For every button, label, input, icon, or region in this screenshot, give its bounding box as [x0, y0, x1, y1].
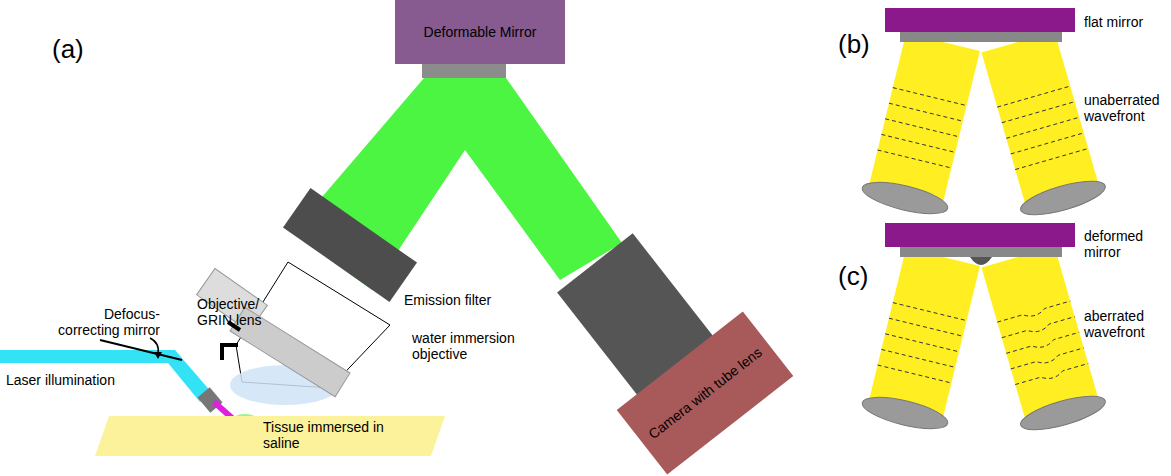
- part-label: Objective/ GRIN lens: [197, 296, 275, 328]
- panel-letter: (b): [838, 30, 870, 60]
- wavefront-line: [889, 318, 963, 336]
- flat-mirror-surface: [900, 32, 1062, 42]
- lens-end: [1017, 174, 1108, 221]
- wavefront-line: [1015, 148, 1088, 169]
- light-beam: [868, 33, 980, 207]
- wavefront-line: [878, 365, 952, 383]
- part-label: unaberrated wavefront: [1084, 92, 1168, 124]
- wavefront-line: [893, 88, 967, 106]
- part-label: aberrated wavefront: [1084, 308, 1168, 340]
- wavefront-line: [997, 301, 1070, 322]
- lens-end: [859, 176, 950, 220]
- deformed-mirror-surface: [900, 247, 1062, 257]
- part-label: deformed mirror: [1084, 228, 1168, 260]
- wavefront-line: [885, 119, 959, 137]
- wavefront-line: [997, 86, 1070, 107]
- part-label: flat mirror: [1084, 14, 1143, 30]
- mirror-actuator: [885, 8, 1075, 32]
- light-beam: [868, 248, 980, 422]
- lens-end: [859, 391, 950, 435]
- node-text: Tissue immersed in saline: [263, 419, 413, 451]
- mirror-mount: [422, 64, 506, 78]
- panel-letter: (a): [52, 35, 84, 65]
- wavefront-line: [1015, 363, 1088, 384]
- part-label: water immersion objective: [412, 330, 527, 362]
- rotation-arrow: [150, 338, 158, 354]
- panel-letter: (c): [838, 262, 868, 292]
- emission-filter: [283, 188, 417, 302]
- sample-fill: [95, 416, 445, 456]
- wavefront-line: [881, 134, 955, 152]
- mirror-actuator: [885, 223, 1075, 247]
- part-label: Defocus- correcting mirror: [40, 306, 160, 338]
- magenta-segment: [214, 402, 232, 418]
- wavefront-line: [1011, 348, 1084, 369]
- wavefront-line: [1002, 317, 1075, 338]
- tissue-sample: Tissue immersed in saline: [95, 412, 445, 458]
- part-label: Emission filter: [404, 292, 491, 308]
- laser-beam: [0, 350, 212, 402]
- deformable-mirror-box: Deformable Mirror: [395, 0, 565, 64]
- wavefront-line: [885, 334, 959, 352]
- wavefront-line: [893, 303, 967, 321]
- wavefront-line: [881, 349, 955, 367]
- wavefront-line: [1002, 102, 1075, 123]
- part-label: Laser illumination: [6, 372, 115, 388]
- defocus-mirror: [100, 340, 182, 360]
- wavefront-line: [878, 150, 952, 168]
- rotation-arrowhead: [154, 352, 162, 359]
- wavefront-line: [1011, 133, 1084, 154]
- wavefront-line: [1006, 332, 1079, 353]
- wavefront-line: [889, 103, 963, 121]
- mirror-bump: [970, 257, 992, 265]
- wavefront-line: [1006, 117, 1079, 138]
- lens-end: [1017, 389, 1108, 436]
- node-text: Deformable Mirror: [424, 24, 537, 40]
